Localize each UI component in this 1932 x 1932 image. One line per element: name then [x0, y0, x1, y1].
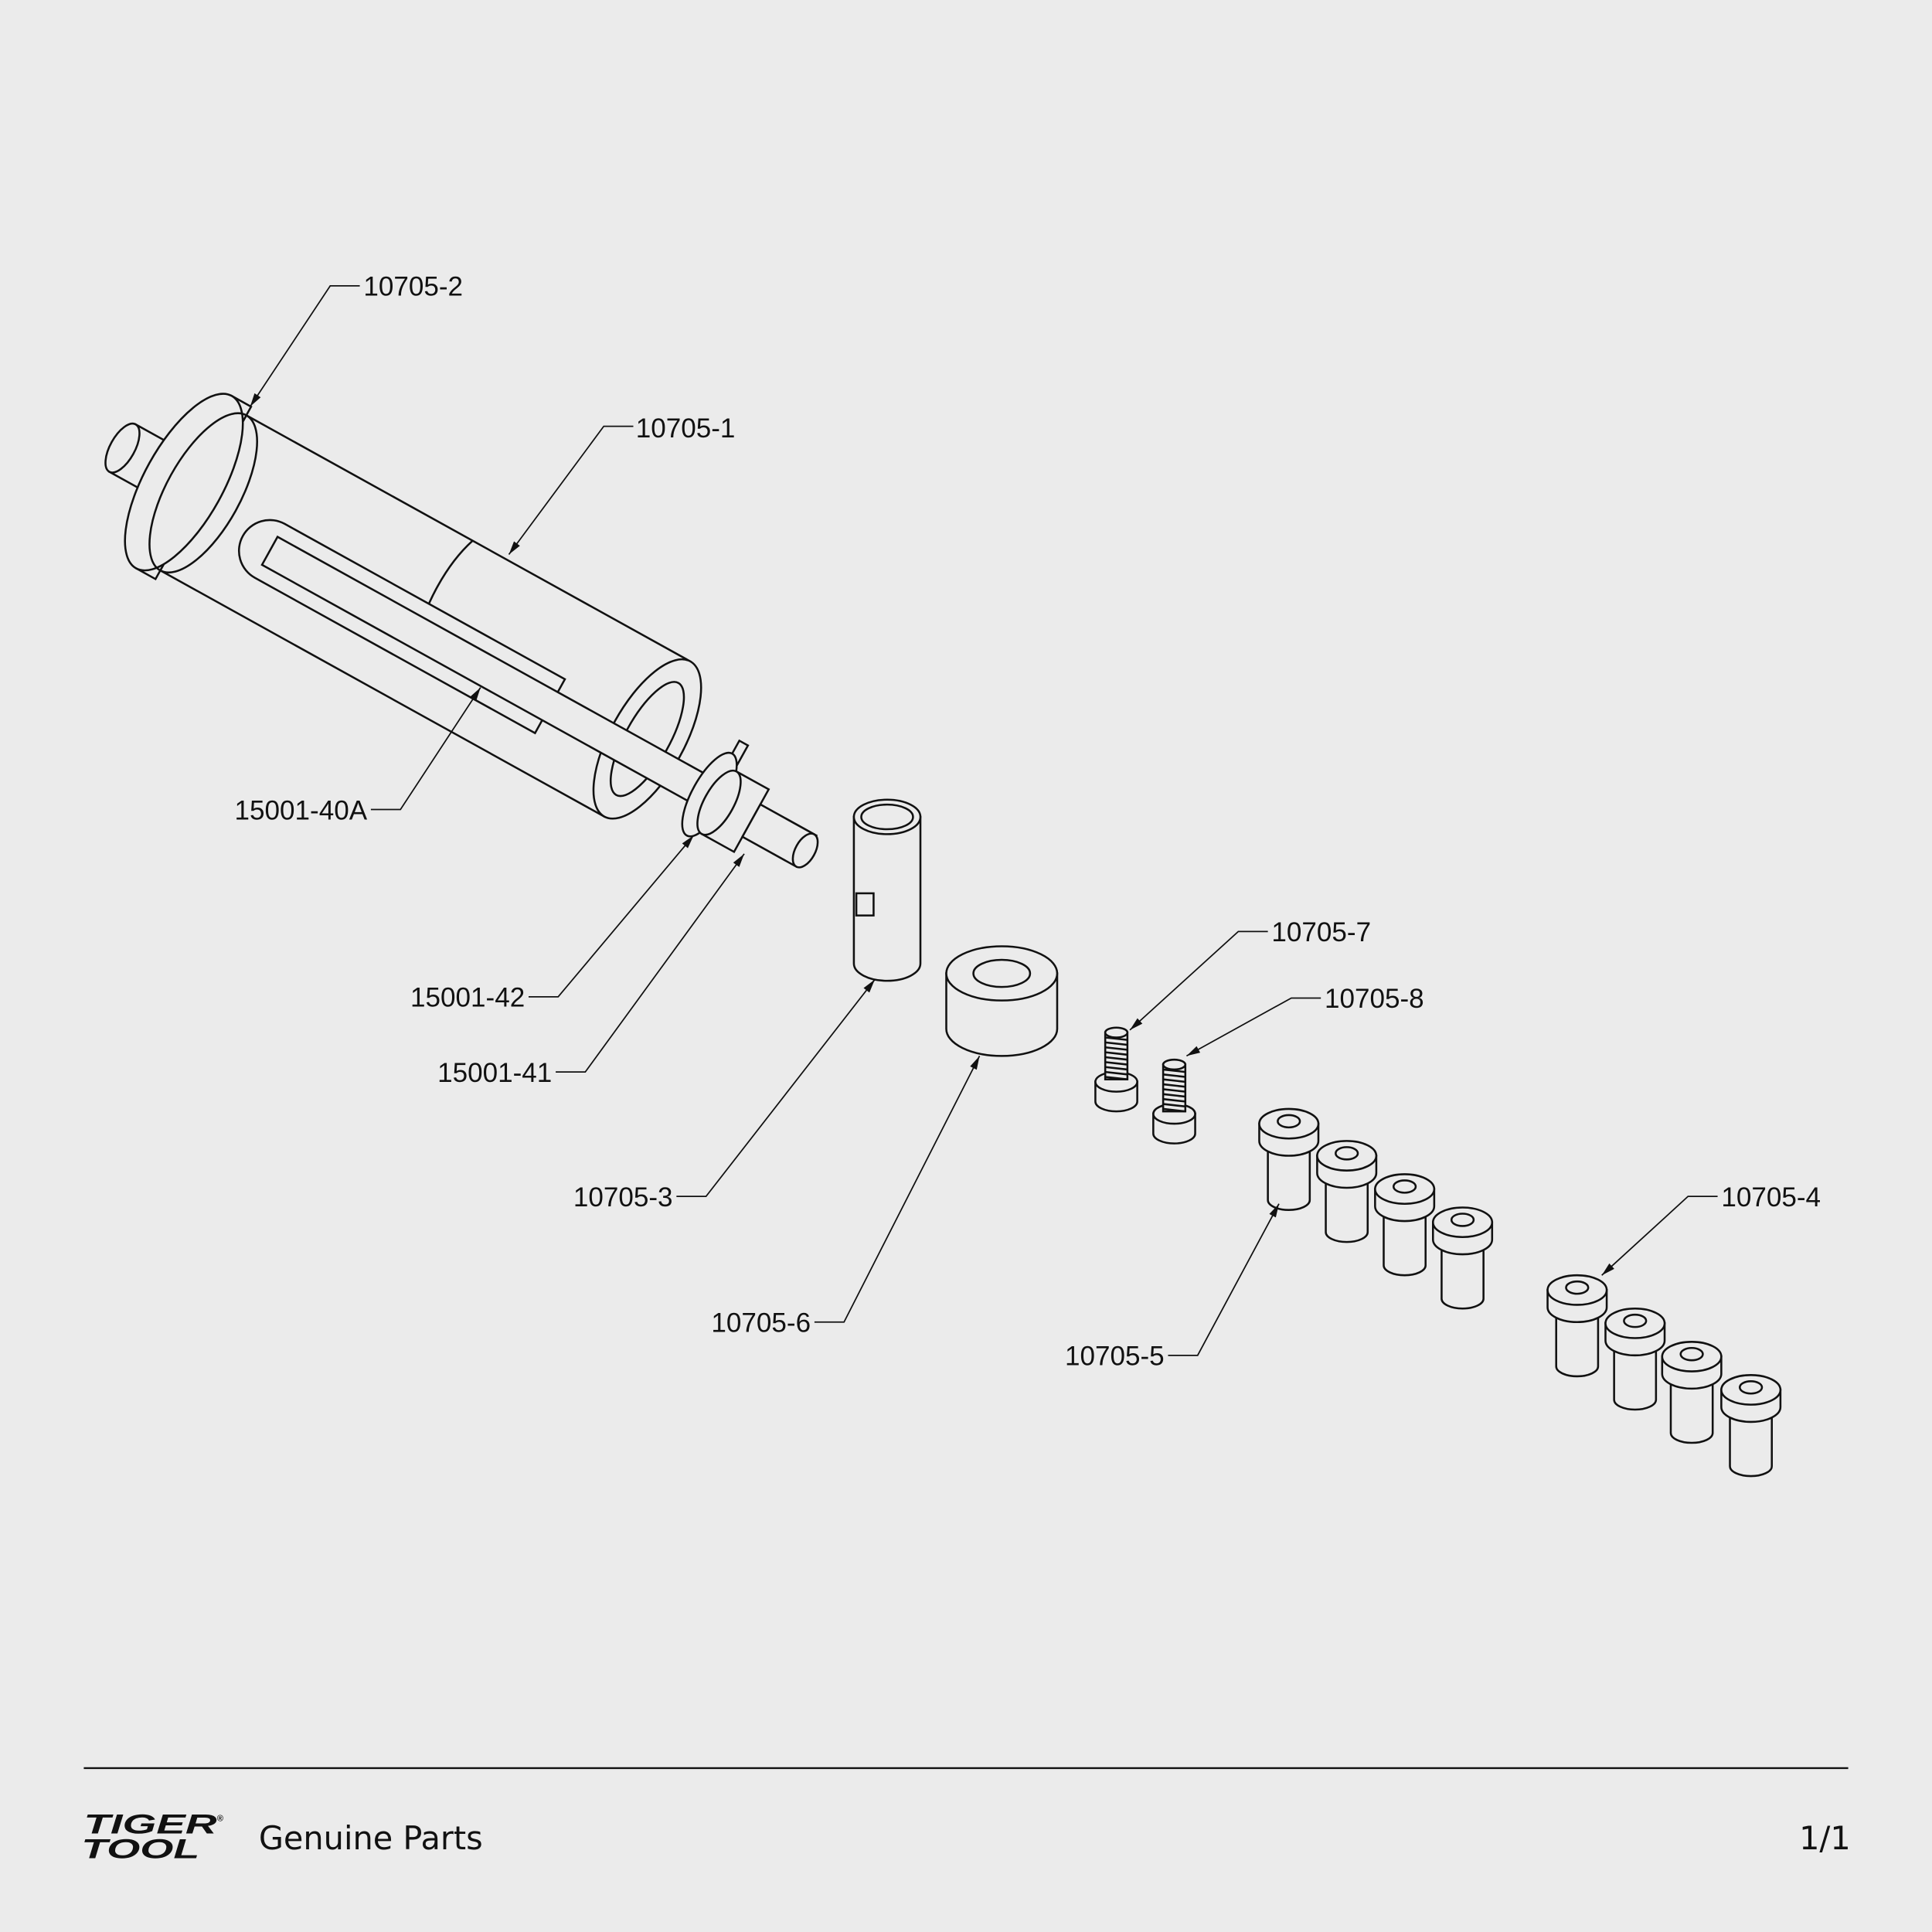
part-10705-7-screw	[1094, 1026, 1138, 1113]
part-10705-8-screw	[1152, 1058, 1196, 1145]
part-10705-4-pin	[1661, 1341, 1723, 1444]
part-10705-5-pin	[1374, 1173, 1436, 1277]
arrowhead-10705-2	[250, 393, 261, 407]
arrowhead-10705-3	[863, 979, 876, 993]
arrowhead-15001-41	[733, 853, 745, 867]
leader-15001-42	[528, 835, 695, 998]
leader-10705-7	[1129, 930, 1268, 1031]
leader-10705-3	[676, 978, 876, 1198]
callout-10705-6: 10705-6	[711, 1308, 811, 1338]
part-10705-4-pin	[1546, 1274, 1608, 1378]
leader-10705-8	[1185, 997, 1321, 1057]
leader-10705-4	[1601, 1196, 1718, 1276]
callout-15001-40A: 15001-40A	[235, 795, 368, 825]
part-15001-40A-rod	[237, 519, 818, 866]
arrowhead-10705-7	[1130, 1018, 1143, 1030]
svg-text:TIGER: TIGER	[83, 1809, 217, 1839]
svg-text:TOOL: TOOL	[81, 1834, 199, 1864]
callout-10705-8: 10705-8	[1325, 984, 1424, 1014]
part-10705-4-pin	[1720, 1374, 1782, 1478]
arrowhead-15001-42	[682, 835, 694, 849]
leader-15001-40A	[370, 687, 481, 811]
arrowhead-10705-6	[970, 1056, 980, 1070]
leader-10705-6	[814, 1055, 981, 1323]
callout-10705-3: 10705-3	[573, 1182, 673, 1213]
callout-10705-2: 10705-2	[363, 272, 463, 302]
leader-15001-41	[556, 853, 745, 1073]
part-10705-4-pin	[1604, 1307, 1666, 1411]
callout-10705-1: 10705-1	[636, 413, 736, 444]
arrowhead-10705-4	[1601, 1263, 1614, 1276]
leader-10705-2	[249, 285, 360, 407]
leader-10705-5	[1168, 1203, 1280, 1356]
callout-10705-5: 10705-5	[1065, 1342, 1165, 1372]
page-number: 1/1	[1799, 1820, 1851, 1857]
part-10705-2-flange	[124, 393, 258, 581]
leader-10705-1	[508, 425, 634, 555]
callout-10705-7: 10705-7	[1271, 917, 1371, 947]
arrowhead-15001-40A	[470, 687, 481, 701]
callout-15001-41: 15001-41	[437, 1058, 552, 1088]
tiger-tool-logo: TIGER TOOL ®	[81, 1809, 223, 1864]
callout-15001-42: 15001-42	[410, 983, 525, 1013]
arrowhead-10705-5	[1269, 1203, 1279, 1218]
part-10705-5-pin	[1431, 1206, 1494, 1310]
callout-10705-4: 10705-4	[1721, 1182, 1821, 1213]
callout-leaders	[249, 285, 1718, 1356]
arrowhead-10705-1	[509, 541, 520, 555]
part-10705-5-pin	[1258, 1107, 1320, 1211]
svg-text:®: ®	[217, 1815, 224, 1824]
part-10705-3-tube	[852, 798, 922, 982]
part-10705-6-bushing	[945, 945, 1059, 1057]
arrowhead-10705-8	[1186, 1046, 1201, 1056]
main-assembly	[104, 393, 819, 869]
part-15001-41-nut	[696, 769, 770, 854]
part-10705-5-pin	[1316, 1140, 1378, 1243]
footer-tagline: Genuine Parts	[259, 1820, 483, 1857]
